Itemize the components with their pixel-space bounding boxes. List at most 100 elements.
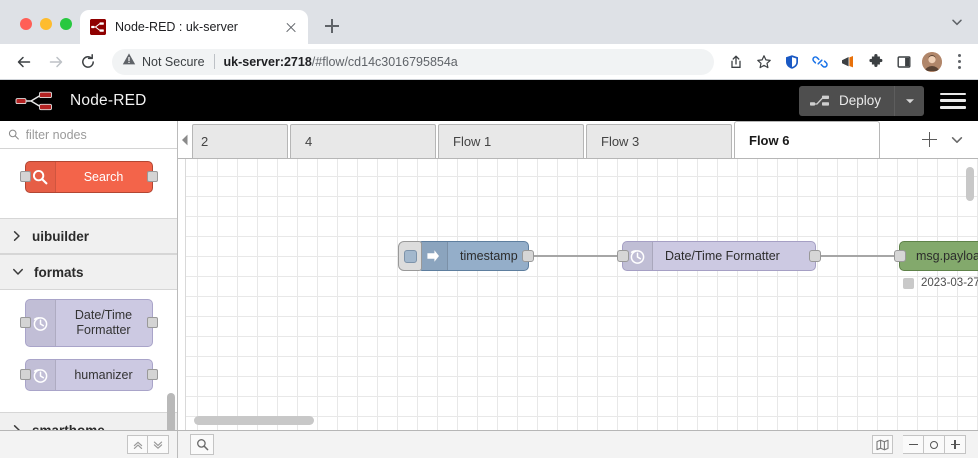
flow-tab-flow-1[interactable]: Flow 1 — [438, 124, 584, 158]
canvas-vertical-scrollbar[interactable] — [966, 167, 974, 201]
close-icon[interactable] — [282, 18, 300, 36]
deploy-dropdown-caret-icon[interactable] — [894, 85, 924, 116]
add-flow-icon[interactable] — [914, 125, 944, 155]
palette-category-label: formats — [34, 264, 84, 280]
flow-tab-flow-3[interactable]: Flow 3 — [586, 124, 732, 158]
puzzle-extensions-icon[interactable] — [863, 49, 889, 75]
node-input-port[interactable] — [617, 249, 629, 262]
palette-node-datetime-formatter[interactable]: Date/Time Formatter — [19, 299, 158, 348]
bookmark-star-icon[interactable] — [751, 49, 777, 75]
palette-filter-input[interactable] — [25, 127, 169, 142]
nodered-logo: Node-RED — [14, 88, 147, 114]
palette-node-search[interactable]: Search — [19, 161, 158, 194]
avatar[interactable] — [922, 51, 942, 72]
flow-node-datetime-formatter[interactable]: Date/Time Formatter — [617, 241, 821, 271]
share-icon[interactable] — [723, 49, 749, 75]
maximize-window-button[interactable] — [60, 18, 72, 30]
palette-category-label: uibuilder — [32, 228, 89, 244]
palette-filter[interactable] — [0, 121, 177, 150]
node-output-port[interactable] — [809, 249, 821, 262]
node-input-port[interactable] — [19, 317, 31, 329]
wire-inject-to-datetime[interactable] — [528, 255, 623, 257]
address-bar[interactable]: Not Secure uk-server:2718/#flow/cd14c301… — [112, 48, 714, 75]
status-text: 2023-03-27T10:12:46.986Z — [921, 277, 978, 289]
browser-toolbar-icons — [722, 49, 970, 75]
footer-right-actions — [872, 435, 978, 454]
flow-tab-flow-6[interactable]: Flow 6 — [734, 121, 880, 158]
header-actions: Deploy — [798, 85, 978, 116]
flow-list-menu-icon[interactable] — [944, 125, 970, 155]
palette-node-label: humanizer — [74, 367, 133, 382]
canvas-horizontal-scrollbar[interactable] — [194, 416, 314, 425]
collapse-all-icon[interactable] — [127, 435, 148, 454]
search-icon — [8, 129, 19, 140]
flow-node-inject[interactable]: timestamp — [398, 241, 534, 271]
back-icon[interactable] — [10, 48, 38, 76]
minimize-window-button[interactable] — [40, 18, 52, 30]
zoom-reset-icon[interactable] — [924, 435, 945, 454]
palette-scrollbar[interactable] — [167, 393, 175, 430]
workspace: Search uibuilder formats — [0, 121, 978, 430]
flow-tab-label: Flow 1 — [453, 134, 492, 149]
reload-icon[interactable] — [74, 48, 102, 76]
palette-category-smarthome[interactable]: smarthome — [0, 412, 177, 430]
tab-scroll-left-icon[interactable] — [178, 121, 192, 158]
browser-menu-icon[interactable] — [948, 50, 970, 74]
megaphone-extension-icon[interactable] — [835, 49, 861, 75]
inject-trigger-button[interactable] — [398, 241, 422, 271]
browser-tab[interactable]: Node-RED : uk-server — [80, 10, 308, 44]
wire-datetime-to-debug[interactable] — [815, 255, 899, 257]
navigator-map-icon[interactable] — [872, 435, 893, 454]
footer-statusbar — [0, 430, 978, 458]
flow-tab-2[interactable]: 2 — [192, 124, 288, 158]
expand-all-icon[interactable] — [148, 435, 169, 454]
palette-category-uibuilder[interactable]: uibuilder — [0, 218, 177, 255]
chevron-right-icon — [13, 425, 20, 430]
node-input-port[interactable] — [19, 171, 31, 183]
flow-node-label: msg.payload — [916, 249, 978, 263]
deploy-button-main[interactable]: Deploy — [799, 86, 894, 116]
zoom-in-icon[interactable] — [945, 435, 966, 454]
sidepanel-icon[interactable] — [891, 49, 917, 75]
nodered-favicon — [90, 19, 106, 35]
security-status-label: Not Secure — [142, 54, 205, 69]
close-window-button[interactable] — [20, 18, 32, 30]
palette-node-humanizer[interactable]: humanizer — [19, 359, 158, 392]
flow-tab-label: Flow 3 — [601, 134, 640, 149]
deploy-button[interactable]: Deploy — [798, 85, 924, 116]
main-menu-icon[interactable] — [940, 90, 966, 112]
browser-chrome: Node-RED : uk-server — [0, 0, 978, 80]
footer-palette-actions — [0, 431, 178, 458]
chevron-down-icon — [13, 269, 23, 275]
not-secure-warning-icon — [122, 52, 136, 71]
node-output-port[interactable] — [146, 317, 158, 329]
flow-tab-list: 2 4 Flow 1 Flow 3 Flow 6 — [192, 121, 906, 158]
node-output-port[interactable] — [146, 171, 158, 183]
node-input-port[interactable] — [894, 249, 906, 262]
palette-category-formats[interactable]: formats — [0, 254, 177, 291]
link-extension-icon[interactable] — [807, 49, 833, 75]
url-host: uk-server:2718 — [223, 54, 312, 69]
inject-arrow-icon — [418, 242, 448, 270]
flow-node-label: Date/Time Formatter — [665, 249, 780, 263]
node-output-port[interactable] — [146, 369, 158, 381]
node-output-port[interactable] — [522, 249, 534, 262]
shield-extension-icon[interactable] — [779, 49, 805, 75]
flow-node-debug[interactable]: msg.payload — [894, 241, 978, 271]
zoom-out-icon[interactable] — [903, 435, 924, 454]
palette-node-label: Search — [83, 169, 124, 184]
chevron-down-icon[interactable] — [950, 15, 964, 34]
palette-body: Search uibuilder formats — [0, 149, 177, 430]
palette-group-search: Search — [0, 149, 177, 219]
flow-node-status: 2023-03-27T10:12:46.986Z — [903, 277, 978, 289]
magnifier-icon — [25, 162, 56, 193]
forward-icon[interactable] — [42, 48, 70, 76]
footer-left-actions — [178, 434, 872, 455]
search-flows-icon[interactable] — [190, 434, 214, 455]
flow-node-label: timestamp — [460, 249, 518, 263]
flow-tab-4[interactable]: 4 — [290, 124, 436, 158]
flow-canvas[interactable]: timestamp Date/Time Formatter — [178, 159, 978, 430]
node-palette: Search uibuilder formats — [0, 121, 178, 430]
node-input-port[interactable] — [19, 369, 31, 381]
new-tab-icon[interactable] — [318, 12, 346, 40]
